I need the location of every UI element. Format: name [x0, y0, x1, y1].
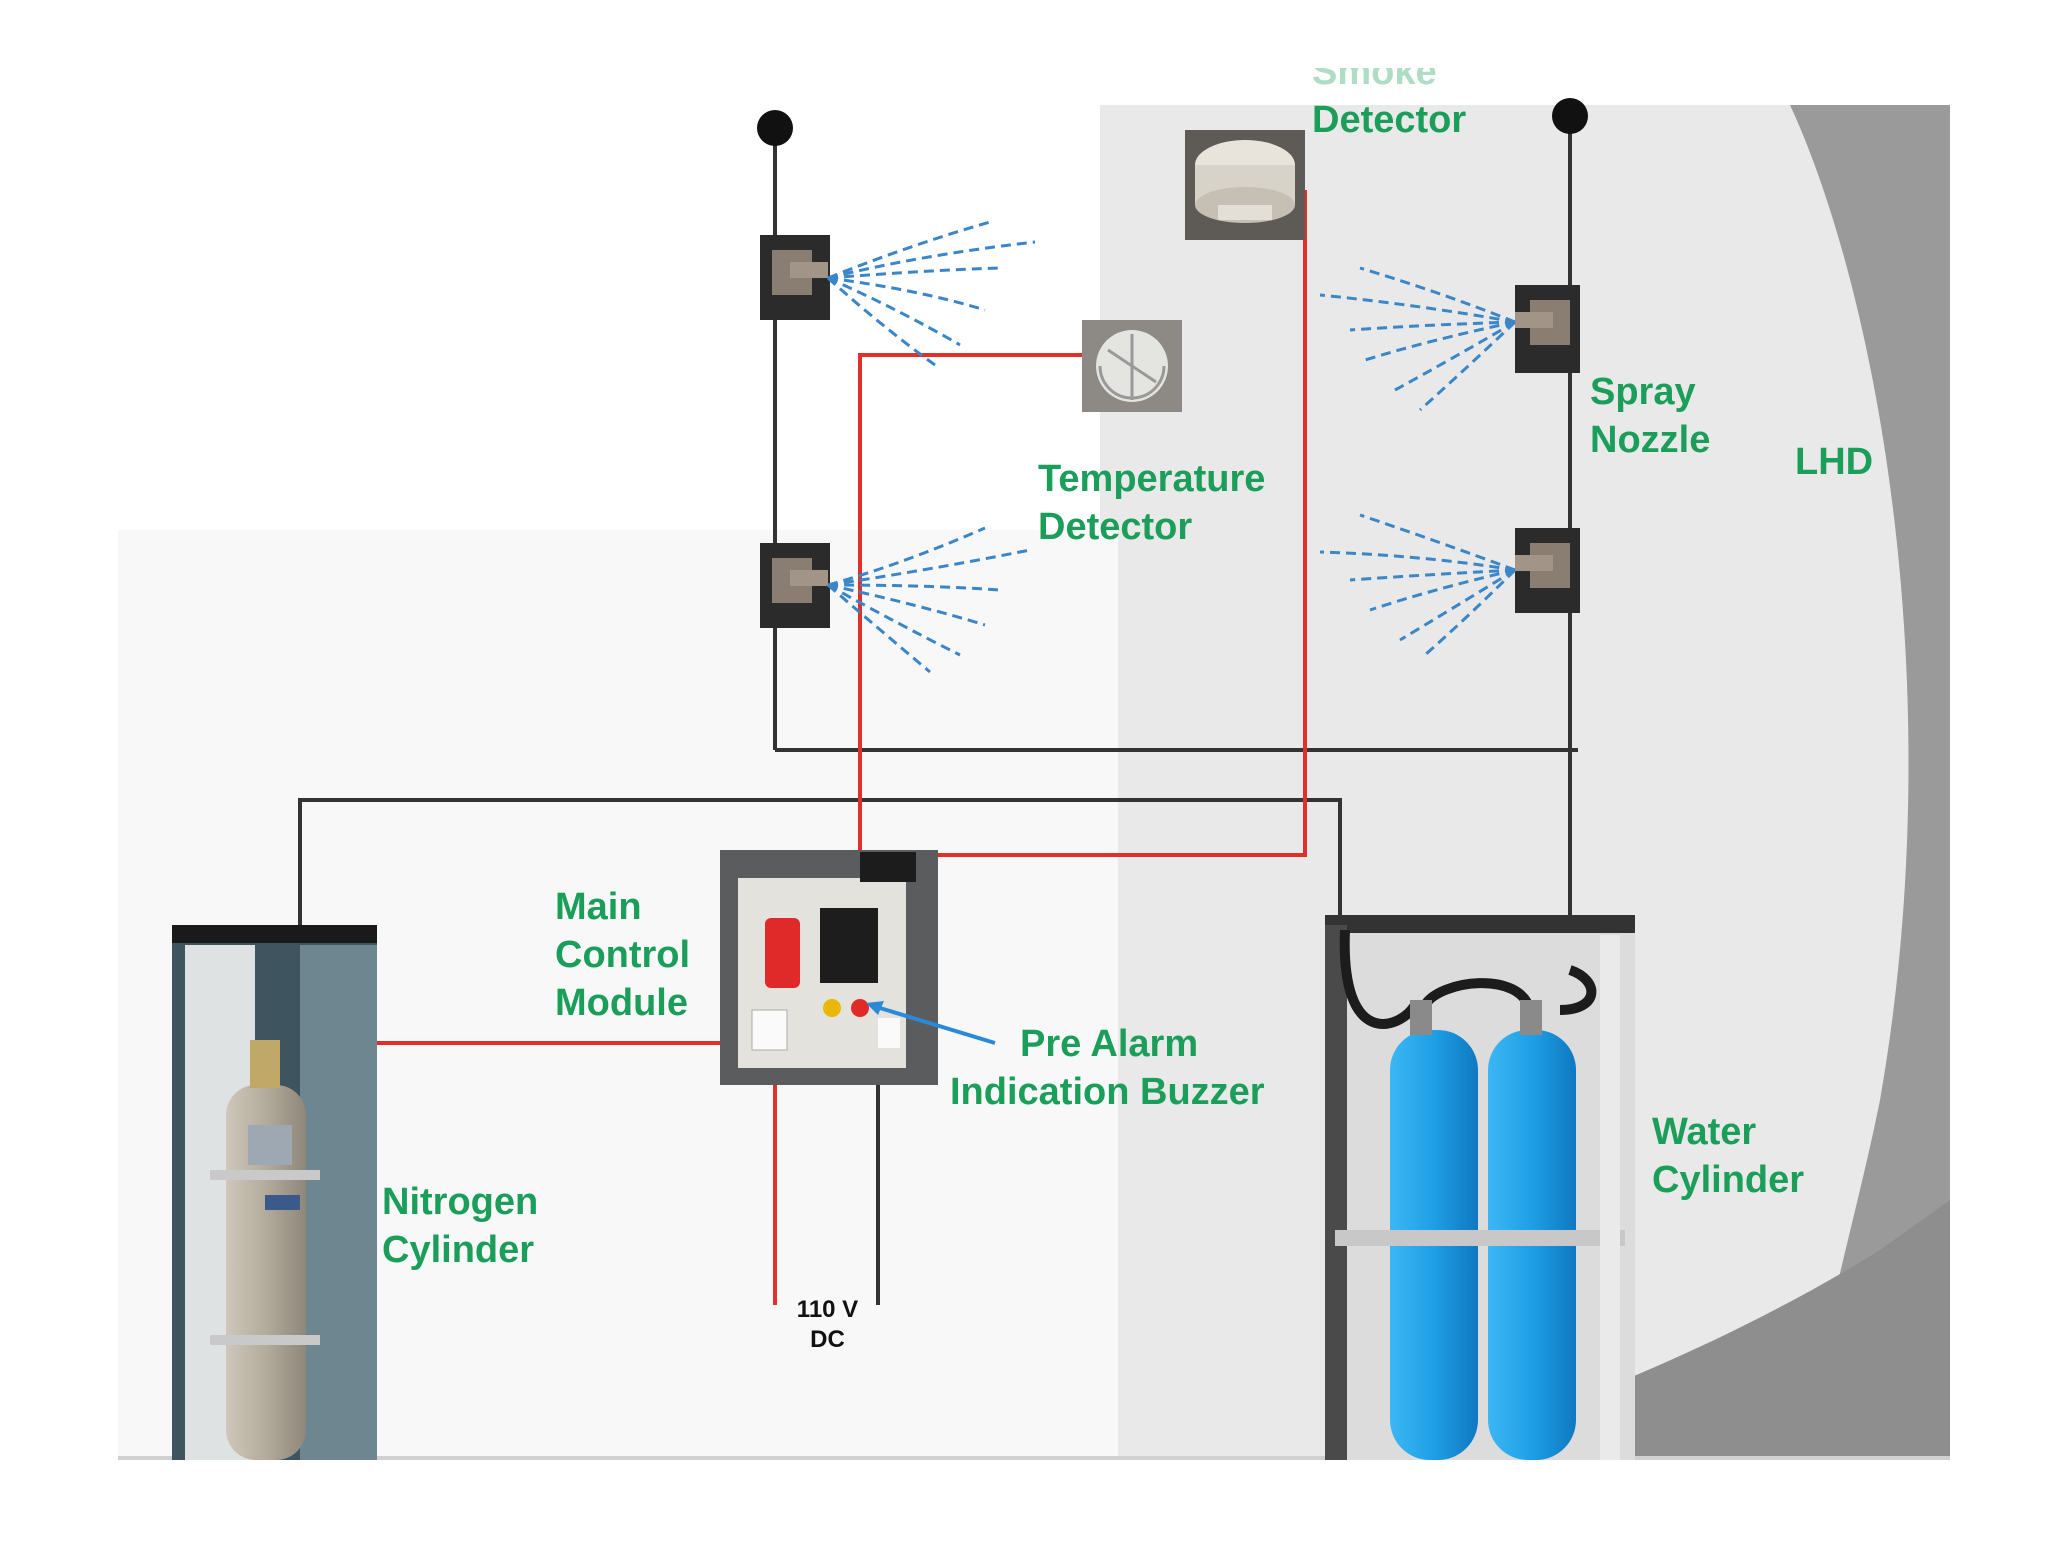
main-control-module-label-line-2: Control: [555, 934, 691, 976]
main-control-module-label-line-3: Module: [555, 982, 688, 1024]
power-supply-label: 110 V DC: [775, 1295, 880, 1355]
temperature-detector-device: [1082, 320, 1182, 412]
pre-alarm-label: Pre Alarm Indication Buzzer: [950, 1020, 1265, 1116]
temperature-detector-label-line-2: Detector: [1038, 506, 1193, 548]
pipe-end-cap-left: [757, 110, 793, 146]
main-control-module-label-line-1: Main: [555, 886, 642, 928]
smoke-detector-label-line-1: Smoke: [1312, 68, 1437, 93]
spray-nozzle-top-right: [1515, 285, 1580, 373]
pre-alarm-label-line-1: Pre Alarm: [1020, 1023, 1199, 1065]
water-spray-top-right: [1319, 266, 1517, 412]
nitrogen-cylinder-cabinet: [172, 925, 377, 1460]
power-supply-label-line-2: DC: [810, 1326, 845, 1353]
pre-alarm-label-line-2: Indication Buzzer: [950, 1071, 1265, 1113]
spray-nozzle-bottom-left: [760, 543, 830, 628]
smoke-detector-device: [1185, 130, 1305, 240]
smoke-detector-label-line-2: Detector: [1312, 99, 1467, 141]
spray-nozzle-label-line-1: Spray: [1590, 371, 1696, 413]
pipe-network: [298, 118, 1578, 1305]
water-spray-bottom-right: [1319, 513, 1517, 657]
spray-nozzle-label-line-2: Nozzle: [1590, 419, 1711, 461]
temperature-detector-label-line-1: Temperature: [1038, 458, 1266, 500]
pre-alarm-arrowhead: [866, 1001, 884, 1015]
spray-nozzle-label: Spray Nozzle: [1590, 368, 1710, 464]
smoke-detector-label: Smoke Detector: [1312, 68, 1466, 144]
water-cylinder-label: Water Cylinder: [1652, 1108, 1804, 1204]
water-cylinder-cabinet: [1325, 915, 1635, 1460]
nitrogen-cylinder-label-line-1: Nitrogen: [382, 1181, 539, 1223]
spray-nozzle-bottom-right: [1515, 528, 1580, 613]
nitrogen-cylinder-label-line-2: Cylinder: [382, 1229, 535, 1271]
nitrogen-cylinder-label: Nitrogen Cylinder: [382, 1178, 538, 1274]
spray-nozzle-top-left: [760, 235, 830, 320]
water-spray-top-left: [826, 220, 1036, 367]
temperature-detector-label: Temperature Detector: [1038, 455, 1265, 551]
water-cylinder-label-line-2: Cylinder: [1652, 1159, 1805, 1201]
power-supply-label-line-1: 110 V: [796, 1296, 859, 1323]
lhd-label: LHD: [1795, 441, 1874, 483]
main-control-module-device: [720, 850, 938, 1085]
main-control-module-label: Main Control Module: [555, 883, 690, 1027]
pipe-end-cap-right: [1552, 98, 1588, 134]
water-spray-bottom-left: [827, 526, 1031, 674]
pre-alarm-arrow: [869, 1003, 996, 1045]
water-cylinder-label-line-1: Water: [1652, 1111, 1757, 1153]
